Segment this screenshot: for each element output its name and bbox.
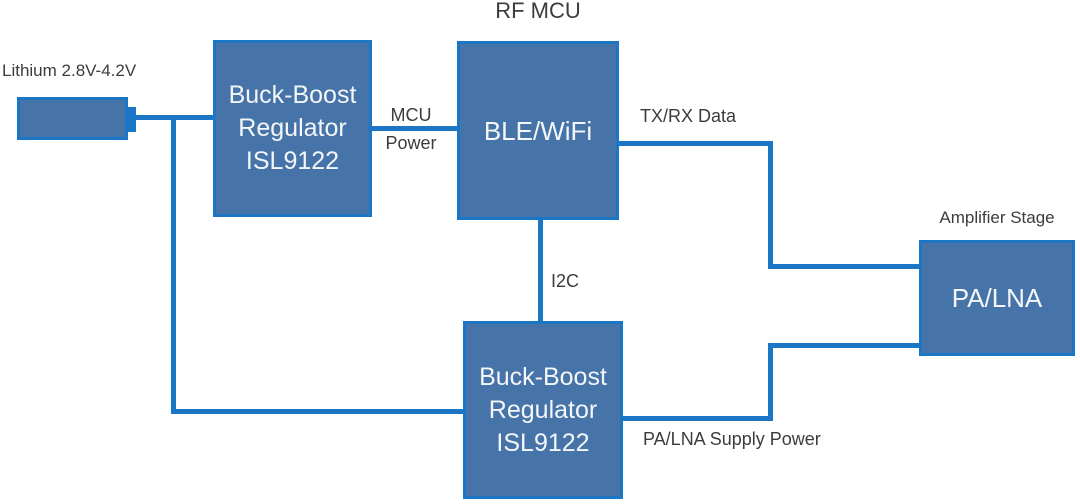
- wire-battery-branch-vertical: [171, 115, 176, 414]
- block-label-line: ISL9122: [496, 428, 590, 457]
- mcu-power-label-line2: Power: [385, 133, 437, 153]
- wire-txrx-vertical: [768, 141, 773, 269]
- block-label-line: Buck-Boost: [479, 362, 607, 391]
- block-label-line: Regulator: [488, 395, 598, 424]
- wire-supply-vertical: [768, 345, 773, 421]
- wire-supply-horizontal-1: [623, 416, 773, 421]
- block-buck-boost-regulator-bottom: Buck-Boost Regulator ISL9122: [463, 321, 623, 499]
- amplifier-stage-title: Amplifier Stage: [939, 208, 1055, 227]
- block-label: PA/LNA: [951, 283, 1043, 313]
- rf-mcu-title: RF MCU: [495, 0, 581, 23]
- wire-battery-branch-horizontal: [171, 409, 466, 414]
- mcu-power-label-line1: MCU: [390, 105, 432, 125]
- block-pa-lna: PA/LNA: [919, 240, 1075, 356]
- wire-i2c: [538, 217, 543, 324]
- battery-icon: [17, 97, 128, 140]
- block-label-line: Buck-Boost: [228, 81, 357, 109]
- battery-label: Lithium 2.8V-4.2V: [2, 61, 137, 80]
- block-label-line: ISL9122: [245, 147, 340, 175]
- wire-txrx-horizontal-2: [768, 264, 922, 269]
- i2c-label: I2C: [551, 271, 580, 291]
- block-buck-boost-regulator-top: Buck-Boost Regulator ISL9122: [213, 40, 372, 217]
- block-label: BLE/WiFi: [483, 115, 593, 146]
- battery-terminal-icon: [128, 107, 136, 132]
- wire-txrx-horizontal-1: [619, 141, 773, 146]
- wire-supply-horizontal-2: [768, 343, 922, 348]
- block-label-line: Regulator: [238, 114, 347, 142]
- block-ble-wifi: BLE/WiFi: [457, 41, 619, 220]
- txrx-data-label: TX/RX Data: [640, 106, 737, 126]
- pa-lna-supply-power-label: PA/LNA Supply Power: [643, 429, 821, 449]
- wire-mcu-power: [372, 126, 457, 131]
